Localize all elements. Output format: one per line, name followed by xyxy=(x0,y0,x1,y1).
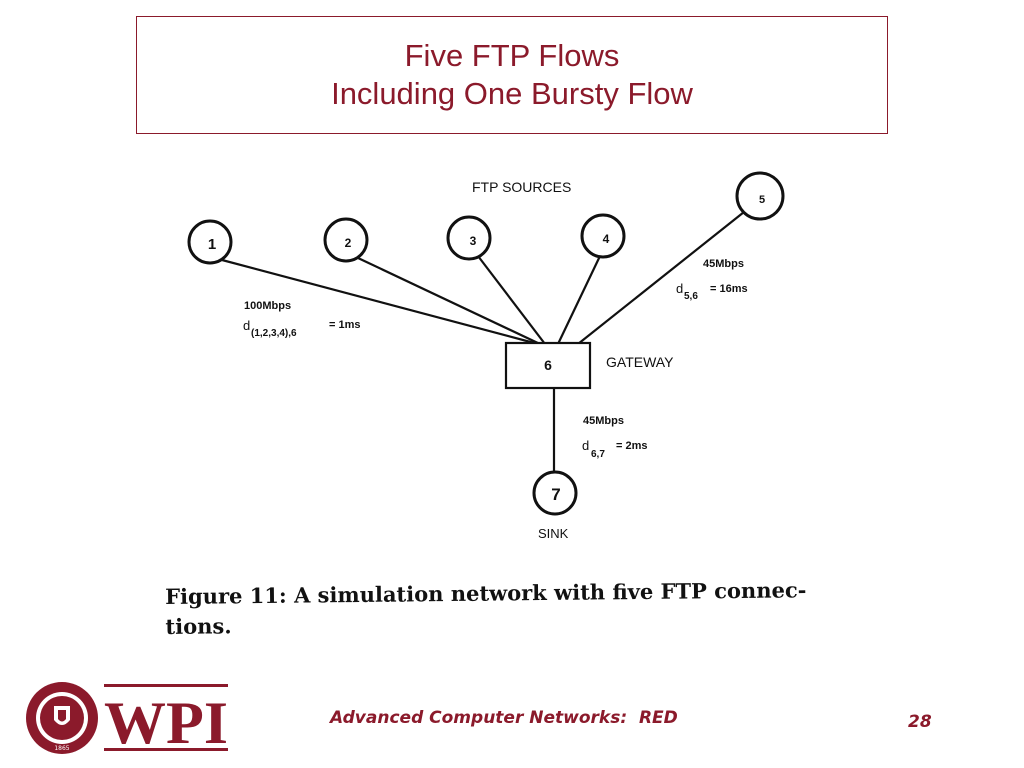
wpi-wordmark: WPI xyxy=(104,690,228,756)
svg-text:1865: 1865 xyxy=(54,745,69,752)
bottom-link-delay-var: d xyxy=(582,438,589,453)
node-4-label: 4 xyxy=(603,232,610,246)
node-3-label: 3 xyxy=(470,234,477,248)
title-box: Five FTP Flows Including One Bursty Flow xyxy=(136,16,888,134)
slide-title-line1: Five FTP Flows xyxy=(404,38,620,73)
gateway-node-label: 6 xyxy=(544,357,552,373)
bottom-link-bandwidth: 45Mbps xyxy=(583,415,624,427)
left-link-delay-var: d xyxy=(243,318,250,333)
left-link-bandwidth: 100Mbps xyxy=(244,300,291,312)
node-4-circle xyxy=(580,213,626,259)
figure-caption: Figure 11: A simulation network with fiv… xyxy=(165,575,826,642)
left-link-delay-sub: (1,2,3,4),6 xyxy=(251,328,297,339)
bottom-link-delay-val: = 2ms xyxy=(616,440,648,452)
slide-title-line2: Including One Bursty Flow xyxy=(331,76,693,111)
link-1-6 xyxy=(221,258,539,346)
gateway-box xyxy=(504,341,592,390)
page-number: 28 xyxy=(908,712,932,732)
left-link-delay-val: = 1ms xyxy=(329,319,361,331)
link-4-6 xyxy=(557,255,601,345)
node-2-circle xyxy=(323,217,369,263)
right-link-delay-sub: 5,6 xyxy=(684,291,698,302)
node-2-label: 2 xyxy=(345,236,352,250)
node-5-circle xyxy=(735,171,785,221)
wpi-seal-icon: 1865 xyxy=(26,682,98,754)
node-5-label: 5 xyxy=(759,194,765,206)
right-link-bandwidth: 45Mbps xyxy=(703,258,744,270)
node-7-label: 7 xyxy=(551,485,560,504)
link-2-6 xyxy=(357,257,541,345)
node-1-label: 1 xyxy=(208,236,216,253)
right-link-delay-val: = 16ms xyxy=(710,283,748,295)
bottom-link-delay-sub: 6,7 xyxy=(591,449,605,460)
ftp-sources-label: FTP SOURCES xyxy=(472,179,571,195)
footer-course-title: Advanced Computer Networks: RED xyxy=(330,708,678,728)
sink-label: SINK xyxy=(538,526,569,541)
link-5-6 xyxy=(577,211,745,345)
wpi-logo: 1865 WPI xyxy=(26,682,228,756)
right-link-delay-var: d xyxy=(676,281,683,296)
node-7-circle xyxy=(532,470,578,516)
gateway-label: GATEWAY xyxy=(606,354,674,370)
node-3-circle xyxy=(446,215,492,261)
link-3-6 xyxy=(477,255,546,345)
node-1-circle xyxy=(187,219,233,265)
